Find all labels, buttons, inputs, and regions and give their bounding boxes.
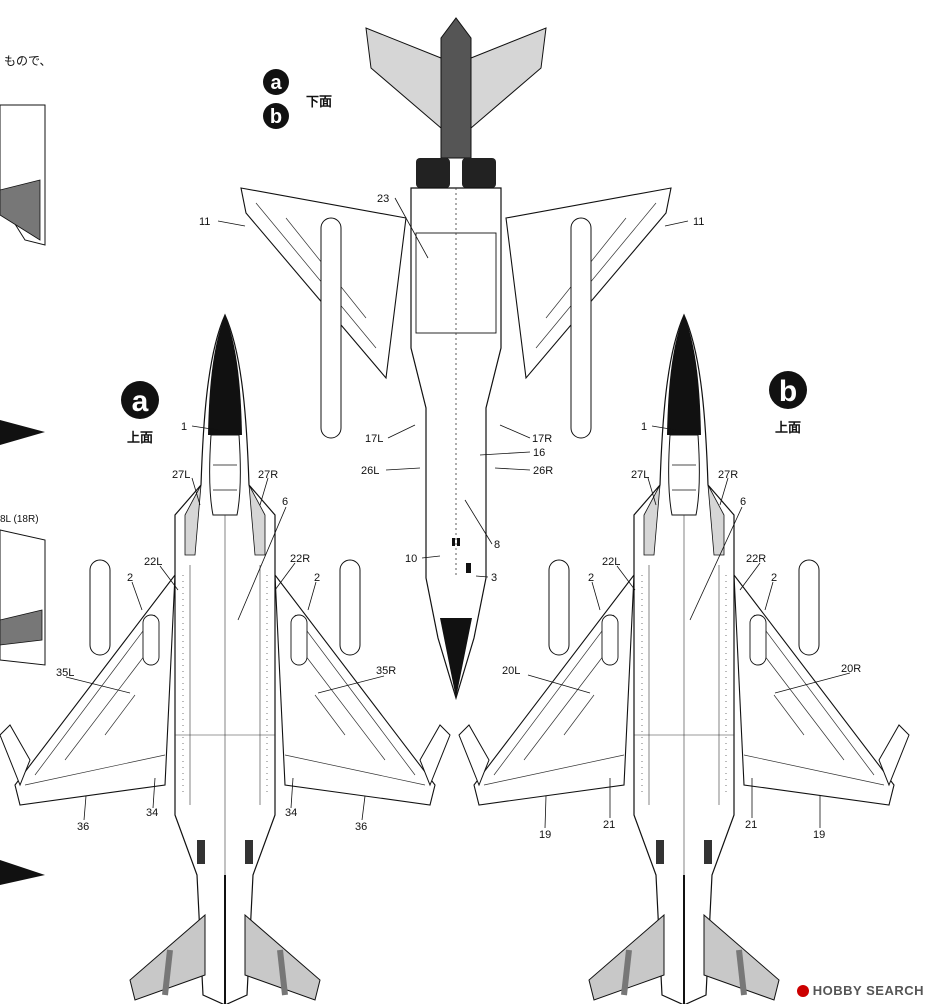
- label-11-right: 11: [693, 216, 704, 228]
- label-3: 3: [491, 572, 497, 584]
- left-edge-fragments: [0, 104, 46, 885]
- label-23: 23: [377, 193, 389, 205]
- label-1-b: 1: [641, 421, 647, 433]
- aircraft-top-view-b: [459, 315, 909, 1004]
- label-35L: 35L: [56, 667, 74, 679]
- label-22R-a: 22R: [290, 553, 310, 565]
- label-2-b1: 2: [588, 572, 594, 584]
- label-21-b: 21: [745, 819, 757, 831]
- label-6-b: 6: [740, 496, 746, 508]
- label-34-b: 34: [285, 807, 297, 819]
- badge-b-top: b 上面: [769, 371, 807, 436]
- svg-text:a: a: [270, 72, 282, 94]
- svg-text:下面: 下面: [306, 95, 332, 110]
- hobby-search-logo-icon: [796, 984, 809, 997]
- label-27L-b: 27L: [631, 469, 649, 481]
- aircraft-top-view-a: [0, 315, 450, 1004]
- label-36-a: 36: [77, 821, 89, 833]
- label-16: 16: [533, 447, 545, 459]
- label-1-a: 1: [181, 421, 187, 433]
- label-20L: 20L: [502, 665, 520, 677]
- label-10: 10: [405, 553, 417, 565]
- label-26L: 26L: [361, 465, 379, 477]
- svg-text:b: b: [779, 375, 797, 408]
- label-2-a1: 2: [127, 572, 133, 584]
- watermark-text: HOBBY SEARCH: [812, 983, 924, 998]
- label-8: 8: [494, 539, 500, 551]
- label-34-a: 34: [146, 807, 158, 819]
- svg-text:a: a: [132, 385, 149, 418]
- label-2-b2: 2: [771, 572, 777, 584]
- svg-text:上面: 上面: [127, 431, 153, 446]
- leader-lines: [65, 197, 851, 829]
- caption-fragment: もので、: [4, 54, 52, 68]
- label-17L: 17L: [365, 433, 383, 445]
- label-11-left: 11: [199, 216, 210, 228]
- label-27R-b: 27R: [718, 469, 738, 481]
- part-fragment-label: 8L (18R): [0, 514, 39, 525]
- label-22R-b: 22R: [746, 553, 766, 565]
- label-6-a: 6: [282, 496, 288, 508]
- label-27L-a: 27L: [172, 469, 190, 481]
- svg-text:上面: 上面: [775, 421, 801, 436]
- label-22L-b: 22L: [602, 556, 620, 568]
- label-36-b: 36: [355, 821, 367, 833]
- label-22L-a: 22L: [144, 556, 162, 568]
- label-20R: 20R: [841, 663, 861, 675]
- label-19-a: 19: [539, 829, 551, 841]
- label-2-a2: 2: [314, 572, 320, 584]
- label-17R: 17R: [532, 433, 552, 445]
- label-27R-a: 27R: [258, 469, 278, 481]
- label-19-b: 19: [813, 829, 825, 841]
- badge-a-top: a 上面: [121, 381, 159, 446]
- aircraft-bottom-view: [240, 17, 672, 699]
- label-26R: 26R: [533, 465, 553, 477]
- label-21-a: 21: [603, 819, 615, 831]
- badge-ab-bottom: a b 下面: [263, 69, 332, 129]
- part-labels: 1 1 27L 27R 27L 27R 6 6 22L 22R 22L 22R …: [56, 193, 861, 841]
- svg-text:b: b: [270, 106, 282, 128]
- label-35R: 35R: [376, 665, 396, 677]
- watermark: HOBBY SEARCH: [796, 983, 924, 998]
